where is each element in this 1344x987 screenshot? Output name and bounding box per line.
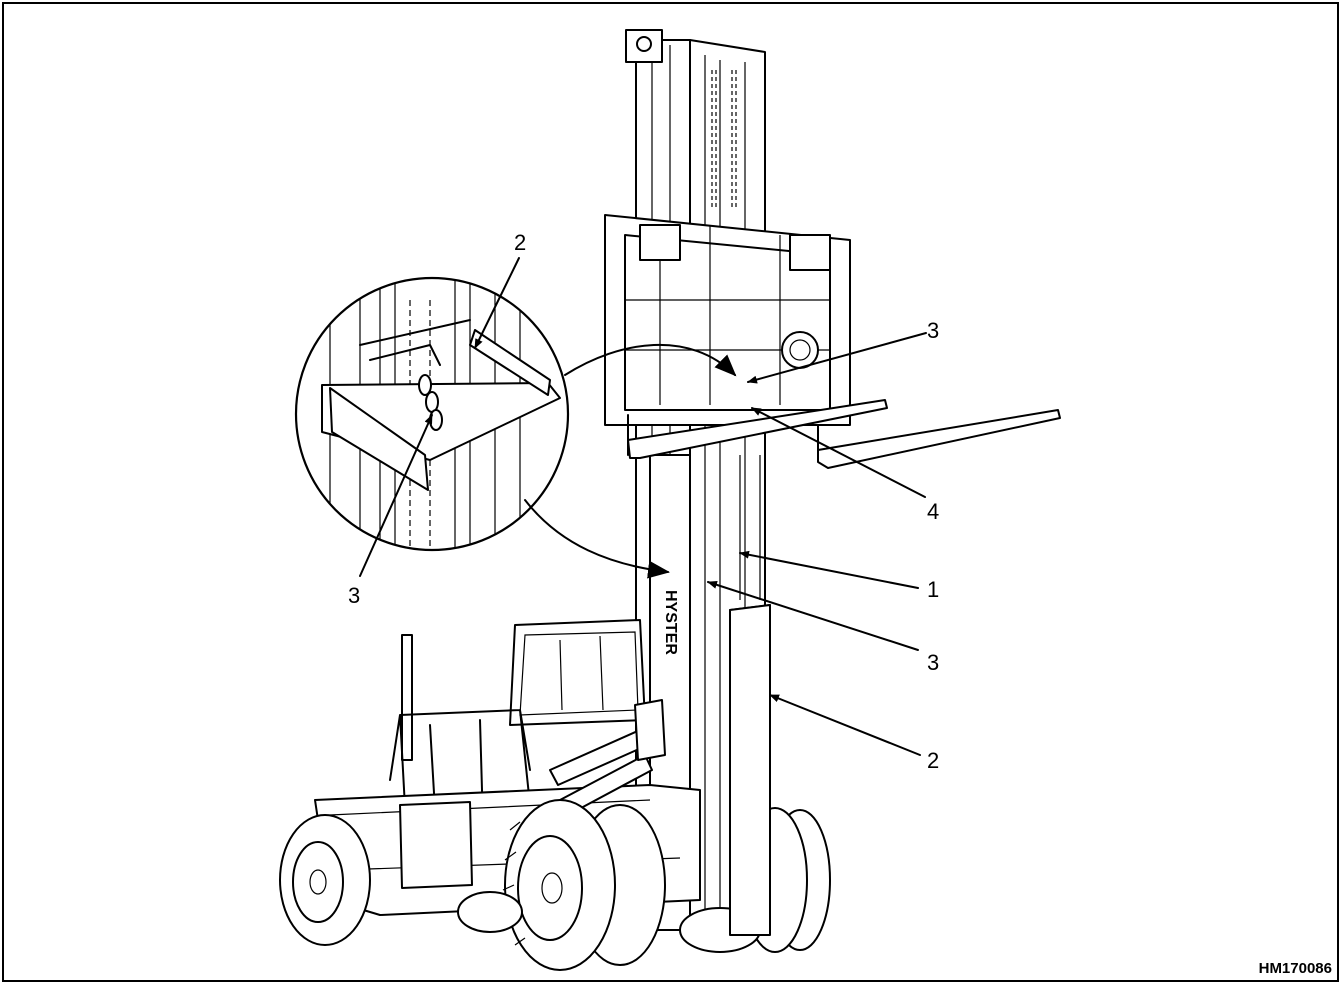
callout-4: 4 [927,499,939,524]
brand-text: HYSTER [662,590,679,655]
callout-1: 1 [927,577,939,602]
leader-lines [359,257,927,756]
callout-3-inset: 3 [348,583,360,608]
callout-2-inset: 2 [514,230,526,255]
inset-arrow-lower [524,499,670,579]
carriage [604,214,851,426]
callout-3-upper: 3 [927,318,939,343]
figure-id: HM170086 [1259,960,1332,977]
wheels [279,604,831,971]
callout-2-lower: 2 [927,748,939,773]
inset-arrow-upper [564,343,737,377]
callout-3-lower: 3 [927,650,939,675]
forks [627,399,1061,469]
